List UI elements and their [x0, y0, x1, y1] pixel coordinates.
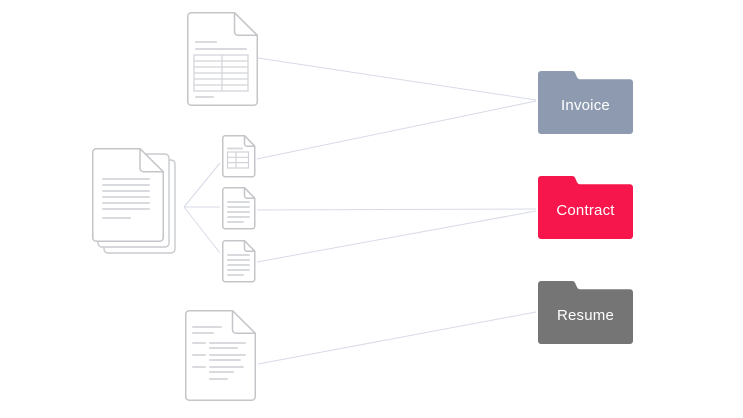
folder-invoice-icon: [538, 71, 633, 134]
folder-invoice-label: Invoice: [561, 97, 610, 114]
line-small-text-doc-1-to-contract-folder: [256, 208, 537, 211]
small-text-doc-2-fold: [243, 240, 256, 252]
document-stack-icon: [92, 148, 176, 254]
small-text-doc-2-lines: [227, 254, 250, 276]
line-resume-doc-to-resume-folder: [257, 311, 537, 365]
small-invoice-document-icon: [222, 135, 256, 178]
line-stack-to-small-text-doc-2: [183, 206, 221, 254]
small-text-document-2-icon: [222, 240, 256, 283]
folder-resume-shape: [538, 281, 633, 344]
folder-resume-label: Resume: [556, 307, 615, 324]
small-text-document-1-icon: [222, 187, 256, 230]
line-stack-to-small-invoice-doc: [183, 162, 221, 208]
folder-invoice-shape: [538, 71, 633, 134]
connector-lines-group: [183, 57, 537, 365]
folder-invoice: Invoice: [538, 66, 633, 136]
resume-content: [192, 326, 246, 380]
folder-resume-icon: [538, 281, 633, 344]
folder-contract: Contract: [538, 171, 633, 241]
small-invoice-content: [226, 147, 250, 169]
small-text-doc-1-fold: [243, 187, 256, 199]
line-large-invoice-doc-to-invoice-folder: [257, 57, 537, 101]
folder-contract-shape: [538, 176, 633, 239]
resume-page-fold: [231, 310, 256, 334]
large-resume-document-icon: [185, 310, 256, 401]
small-text-doc-1-lines: [227, 201, 250, 223]
line-small-text-doc-2-to-contract-folder: [256, 210, 537, 263]
invoice-page-fold: [233, 12, 258, 36]
folder-contract-icon: [538, 176, 633, 239]
stack-text-lines: [102, 178, 150, 219]
small-invoice-page-fold: [243, 135, 256, 147]
stack-front-page-fold: [139, 148, 164, 173]
folder-resume: Resume: [538, 276, 633, 346]
folder-contract-label: Contract: [556, 202, 615, 219]
large-invoice-document-icon: [187, 12, 258, 106]
invoice-content: [193, 41, 249, 98]
line-small-invoice-doc-to-invoice-folder: [256, 100, 537, 160]
